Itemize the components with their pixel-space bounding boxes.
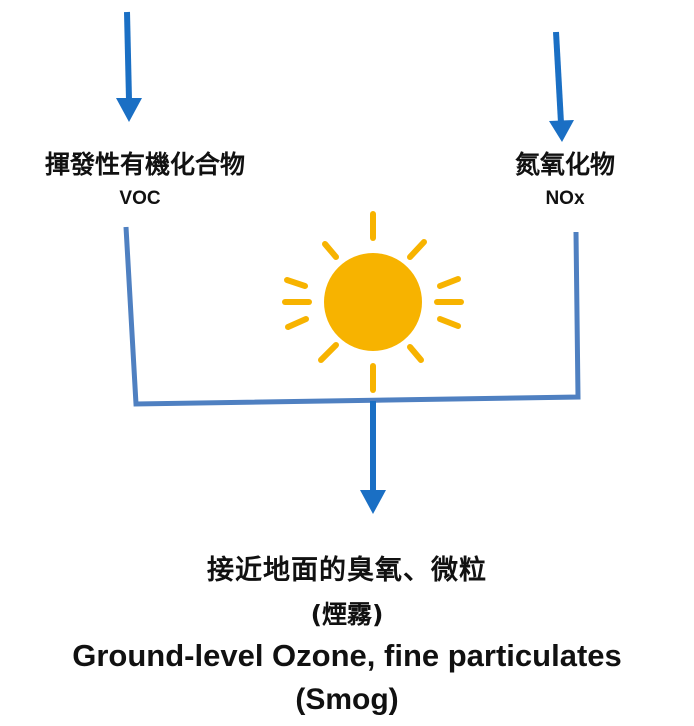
nox-abbr: NOx [545,188,585,209]
output-arrow [360,401,386,514]
output-name-en: Ground-level Ozone, fine particulates [72,638,622,673]
output-name-zh: 接近地面的臭氧、微粒 [207,555,487,586]
voc-name-zh: 揮發性有機化合物 [44,150,245,179]
nox-name-zh: 氮氧化物 [514,150,615,179]
sun-icon [282,211,464,393]
nox-input-arrow [549,31,574,142]
voc-input-arrow [116,11,142,122]
voc-abbr: VOC [119,188,161,209]
output-name-en-sub: (Smog) [295,683,399,716]
reaction-connector [123,226,581,407]
output-name-zh-sub: (煙霧) [310,600,384,629]
